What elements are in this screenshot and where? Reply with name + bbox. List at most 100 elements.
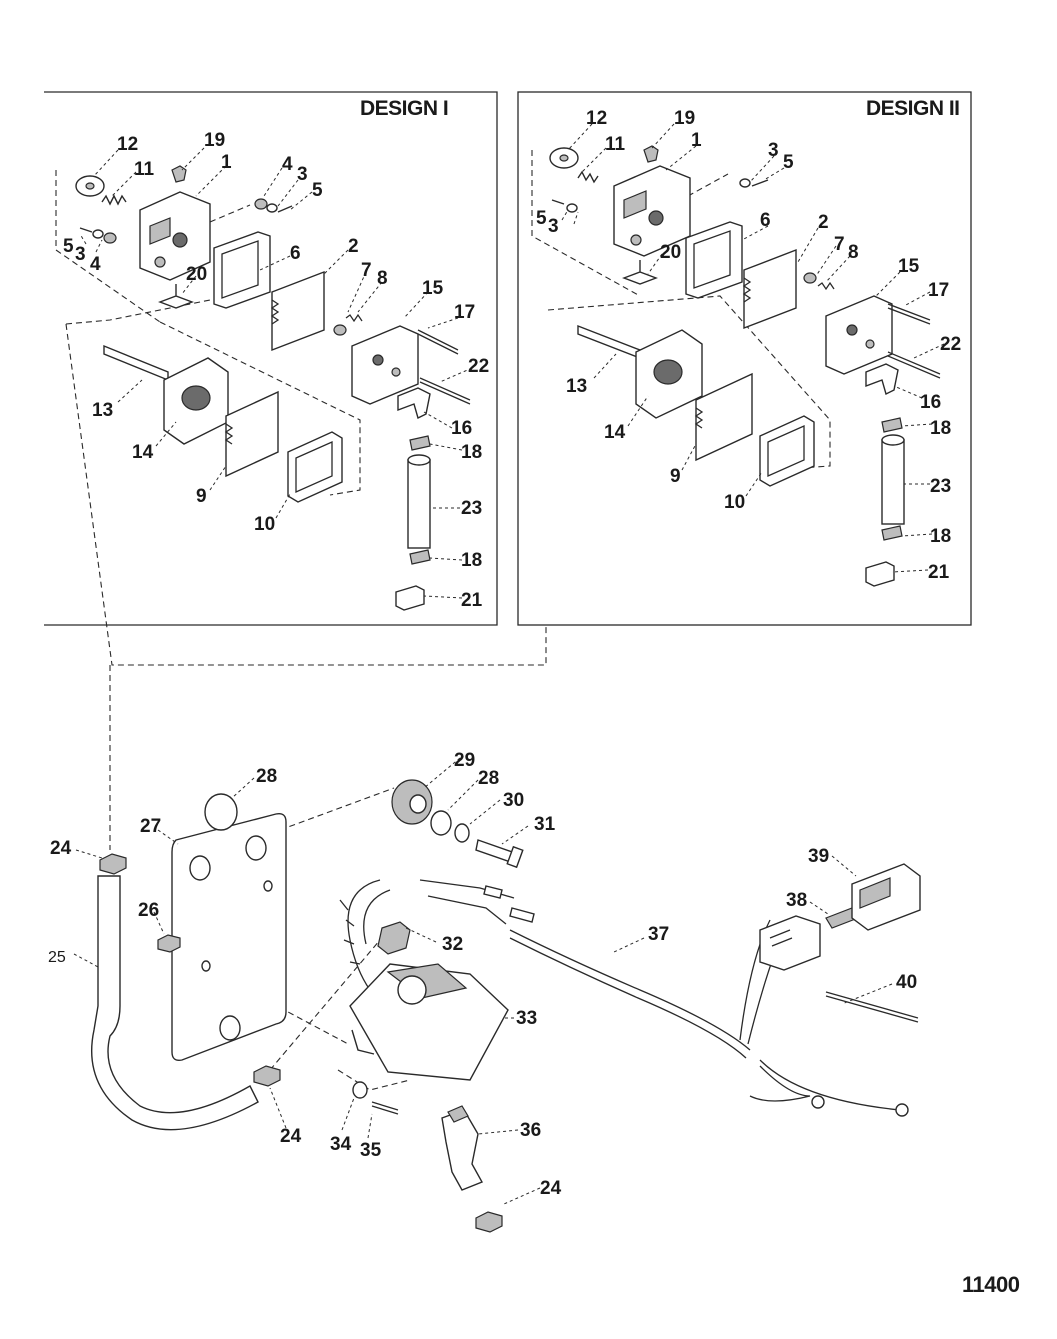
design-1-title: DESIGN I (360, 97, 449, 120)
screw-5 (277, 205, 293, 213)
callout: 17 (454, 302, 475, 323)
callout: 32 (442, 934, 463, 955)
elbow-16-ii (865, 363, 899, 396)
callout: 24 (50, 838, 72, 859)
callout: 35 (360, 1140, 382, 1161)
callout: 21 (928, 562, 950, 583)
callout: 22 (940, 334, 961, 355)
callout: 22 (468, 356, 489, 377)
drawing-number: 11400 (962, 1272, 1020, 1297)
callout: 26 (138, 900, 159, 921)
callout: 5 (536, 208, 547, 229)
callout: 38 (786, 890, 807, 911)
callout: 12 (586, 108, 607, 129)
design-2-title: DESIGN II (866, 97, 960, 120)
callout: 25 (48, 949, 66, 966)
callout: 3 (297, 164, 308, 185)
callout: 24 (280, 1126, 302, 1147)
elbow-16 (397, 387, 431, 420)
clamp-18-ii (881, 417, 903, 433)
callout: 15 (422, 278, 444, 299)
gasket-9-ii (695, 372, 753, 462)
callout: 3 (75, 244, 86, 265)
callouts-design-1: 12 19 1 11 4 3 5 5 3 4 20 6 2 7 8 15 17 … (63, 130, 489, 611)
tee-20 (158, 284, 194, 309)
hose-23-ii (881, 439, 905, 525)
gasket-6-ii (685, 221, 743, 299)
fitting-19-ii (643, 145, 659, 163)
callouts-design-2: 12 19 1 11 3 5 5 3 6 2 7 8 20 15 17 22 1… (536, 108, 961, 583)
callout: 9 (196, 486, 207, 507)
callout: 34 (330, 1134, 352, 1155)
hose-25 (90, 875, 259, 1131)
design-2-frame (517, 91, 972, 626)
design-2-parts (531, 145, 941, 587)
callout: 29 (454, 750, 475, 771)
elbow-21-ii (865, 561, 895, 587)
callout: 40 (896, 972, 917, 993)
gasket-9 (225, 390, 279, 478)
callout: 10 (254, 514, 275, 535)
washer-3b-ii (566, 203, 578, 213)
callout: 21 (461, 590, 483, 611)
callout: 18 (461, 550, 482, 571)
washer-4b (103, 232, 117, 244)
shaft-13-ii (577, 324, 641, 360)
callout: 5 (312, 180, 323, 201)
nut-26 (157, 934, 181, 953)
callout: 6 (760, 210, 771, 231)
callout: 17 (928, 280, 949, 301)
callout: 14 (132, 442, 154, 463)
callout: 36 (520, 1120, 541, 1141)
hose-23 (407, 459, 431, 549)
callout: 5 (63, 236, 74, 257)
valve-7-ii (803, 272, 817, 284)
harness-37 (509, 929, 751, 1059)
callout: 1 (691, 130, 702, 151)
design-1-parts (55, 165, 471, 611)
callout: 8 (377, 268, 388, 289)
leader-lines (73, 123, 945, 1205)
callout: 4 (90, 254, 101, 275)
callout: 2 (348, 236, 359, 257)
solenoid-33 (349, 963, 509, 1081)
lower-assembly-parts (90, 779, 921, 1233)
screw-5b (79, 227, 93, 233)
callout: 37 (648, 924, 669, 945)
callout: 2 (818, 212, 829, 233)
callout: 3 (768, 140, 779, 161)
callout: 20 (660, 242, 681, 263)
washer-30 (454, 823, 470, 843)
shaft-13 (103, 344, 169, 382)
callout: 15 (898, 256, 920, 277)
washer-34 (352, 1081, 368, 1099)
callout: 11 (605, 134, 626, 155)
callout: 30 (503, 790, 524, 811)
callout: 24 (540, 1178, 562, 1199)
fitting-32 (377, 921, 411, 955)
tee-20-ii (622, 260, 658, 285)
gasket-6 (213, 231, 271, 309)
spring-11 (101, 194, 127, 206)
callout: 6 (290, 243, 301, 264)
callout: 7 (361, 260, 372, 281)
tie-strap-40 (825, 991, 919, 1023)
callout: 7 (834, 234, 845, 255)
washer-3b (92, 229, 104, 239)
callout: 18 (461, 442, 482, 463)
washer-4 (254, 198, 268, 210)
assembly-dash-lines (65, 323, 547, 1091)
diaphragm-2 (271, 270, 325, 352)
screw-22-ii (887, 351, 941, 379)
elbow-21 (395, 585, 425, 611)
callout: 4 (282, 154, 293, 175)
gasket-10 (287, 431, 343, 503)
callout: 13 (566, 376, 587, 397)
callout: 14 (604, 422, 626, 443)
nut-24-mid (253, 1065, 281, 1087)
washer-3 (266, 203, 278, 213)
callout: 20 (186, 264, 207, 285)
callout: 13 (92, 400, 113, 421)
callout: 16 (451, 418, 472, 439)
callout: 28 (256, 766, 277, 787)
